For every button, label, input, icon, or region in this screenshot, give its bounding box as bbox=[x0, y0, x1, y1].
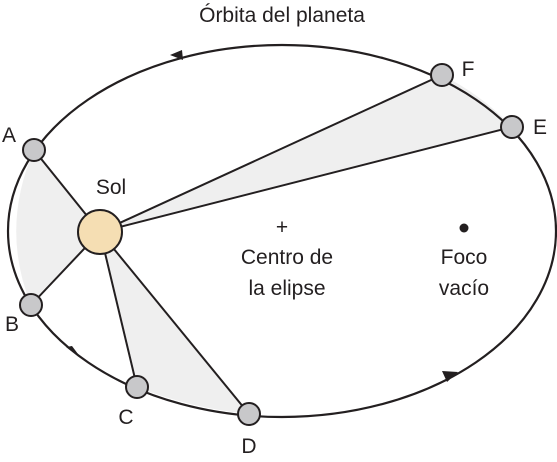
point-label-c: C bbox=[118, 406, 133, 429]
sun-label: Sol bbox=[96, 176, 126, 199]
point-label-d: D bbox=[241, 435, 256, 458]
focus-label-line2: vacío bbox=[439, 277, 489, 300]
empty-focus-dot bbox=[459, 223, 469, 233]
focus-label-line1: Foco bbox=[441, 246, 488, 269]
radius-line-f bbox=[99, 74, 443, 233]
center-label-line1: Centro de bbox=[241, 246, 333, 269]
center-label-line2: la elipse bbox=[248, 277, 325, 300]
center-mark: + bbox=[276, 216, 288, 239]
direction-arrow-left bbox=[66, 346, 81, 358]
planet-position-c bbox=[125, 375, 149, 399]
planet-position-d bbox=[237, 402, 261, 426]
direction-arrow-top bbox=[170, 50, 183, 60]
radius-line-d bbox=[99, 231, 250, 415]
radius-line-e bbox=[99, 126, 513, 233]
planet-position-a bbox=[22, 138, 46, 162]
point-label-e: E bbox=[533, 116, 547, 139]
planet-position-b bbox=[19, 293, 43, 317]
diagram-title: Órbita del planeta bbox=[199, 4, 365, 27]
point-label-b: B bbox=[5, 313, 19, 336]
orbit-ellipse bbox=[6, 43, 557, 419]
point-label-f: F bbox=[462, 58, 475, 81]
swept-area-ef bbox=[100, 75, 512, 232]
point-label-a: A bbox=[2, 124, 16, 147]
radius-line-c bbox=[99, 231, 138, 388]
planet-position-f bbox=[430, 63, 454, 87]
planet-position-e bbox=[500, 115, 524, 139]
sun-icon bbox=[77, 209, 123, 255]
direction-arrow-bottom bbox=[442, 371, 458, 382]
swept-area-ab-arc bbox=[16, 150, 100, 305]
